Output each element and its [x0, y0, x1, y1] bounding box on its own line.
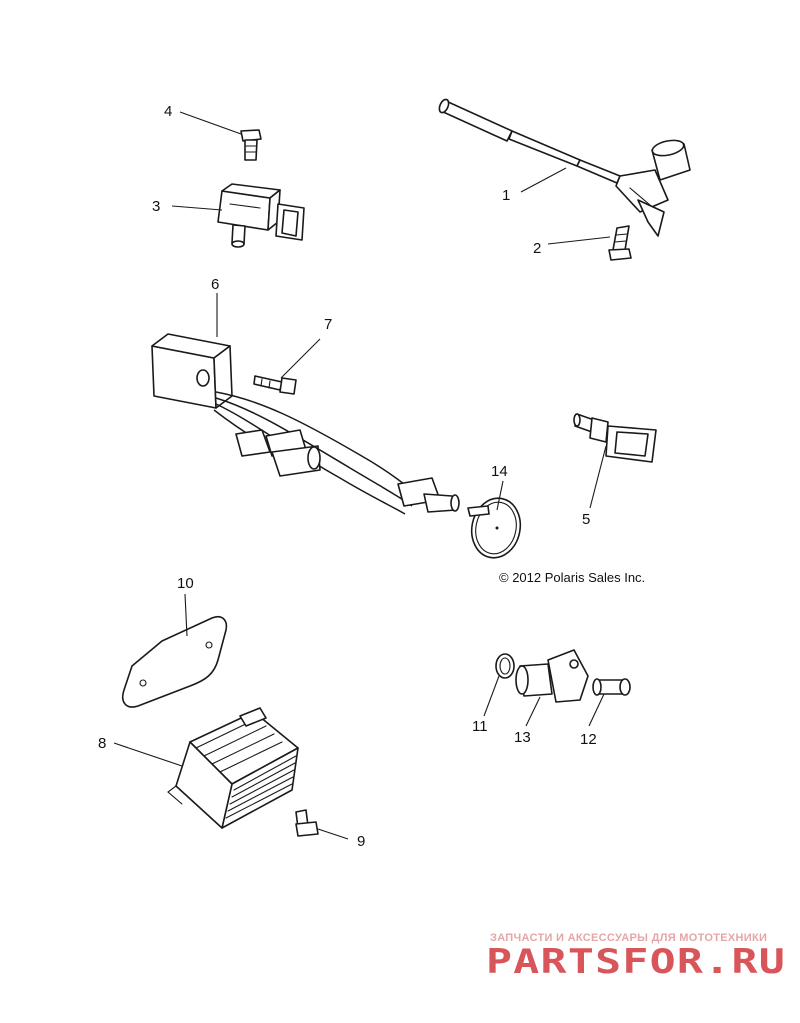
callout-1: 1	[502, 187, 510, 204]
part-9-bolt	[295, 809, 319, 837]
callout-5: 5	[582, 511, 590, 528]
watermark: ЗАПЧАСТИ И АКСЕССУАРЫ ДЛЯ МОТОТЕХНИКИ PA…	[486, 932, 786, 982]
callout-8: 8	[98, 735, 106, 752]
part-4-bolt	[240, 129, 262, 161]
part-12-bushing	[592, 678, 631, 696]
part-11-o-ring	[495, 653, 515, 679]
callout-9: 9	[357, 833, 365, 850]
part-14-clamp	[467, 497, 522, 559]
part-13-cam-sensor	[515, 649, 589, 703]
part-1-speed-sensor	[438, 98, 691, 237]
callout-13: 13	[514, 729, 531, 746]
callouts: 1 2 3 4 5 6 7 8 9 10 11 12 13 14	[98, 103, 597, 850]
part-8-regulator	[167, 707, 299, 829]
callout-12: 12	[580, 731, 597, 748]
part-2-bolt	[608, 225, 632, 261]
callout-2: 2	[533, 240, 541, 257]
part-10-gasket	[122, 615, 228, 708]
callout-11: 11	[472, 718, 488, 735]
callout-10: 10	[177, 575, 194, 592]
part-5-temp-sensor	[573, 413, 657, 463]
leader-lines	[113, 111, 611, 840]
part-6-module-harness	[151, 333, 460, 515]
watermark-brand: PARTSFOR.RU	[486, 942, 786, 982]
callout-14: 14	[491, 463, 508, 480]
part-7-bolt	[253, 375, 297, 395]
callout-7: 7	[324, 316, 332, 333]
part-3-map-sensor	[217, 183, 305, 248]
copyright-notice: © 2012 Polaris Sales Inc.	[499, 570, 645, 585]
callout-4: 4	[164, 103, 172, 120]
callout-6: 6	[211, 276, 219, 293]
callout-3: 3	[152, 198, 160, 215]
watermark-tagline: ЗАПЧАСТИ И АКСЕССУАРЫ ДЛЯ МОТОТЕХНИКИ	[490, 932, 767, 944]
